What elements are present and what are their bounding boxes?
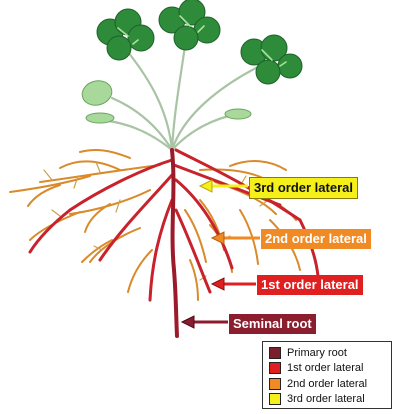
legend-item-second-order: 2nd order lateral [269,376,385,392]
label-third-order-lateral: 3rd order lateral [249,177,358,199]
legend: Primary root 1st order lateral 2nd order… [262,341,392,409]
label-arrows [180,179,260,329]
label-first-order-lateral: 1st order lateral [257,275,363,295]
legend-label: 3rd order lateral [287,393,365,406]
label-second-order-lateral: 2nd order lateral [261,229,371,249]
legend-item-third-order: 3rd order lateral [269,392,385,408]
legend-swatch-second-order [269,377,281,390]
cotyledons [81,80,252,124]
primary-root [170,148,179,338]
leaf-highlights [117,15,287,67]
leaf-cluster-right [240,34,303,85]
leaf-cluster-left [96,8,155,61]
arrow-second-order [210,231,260,245]
arrow-first-order [210,277,256,291]
first-order-laterals [28,148,320,302]
arrow-third-order [198,179,248,193]
shoot [98,36,270,152]
legend-label: 1st order lateral [287,362,364,375]
legend-label: 2nd order lateral [287,377,368,390]
arrow-seminal [180,315,228,329]
legend-swatch-primary [269,346,281,359]
legend-item-first-order: 1st order lateral [269,361,385,377]
legend-label: Primary root [287,346,347,359]
label-seminal-root: Seminal root [229,314,316,334]
leaf-cluster-middle [158,0,221,51]
legend-item-primary-root: Primary root [269,345,385,361]
legend-swatch-third-order [269,393,281,406]
legend-swatch-first-order [269,362,281,375]
